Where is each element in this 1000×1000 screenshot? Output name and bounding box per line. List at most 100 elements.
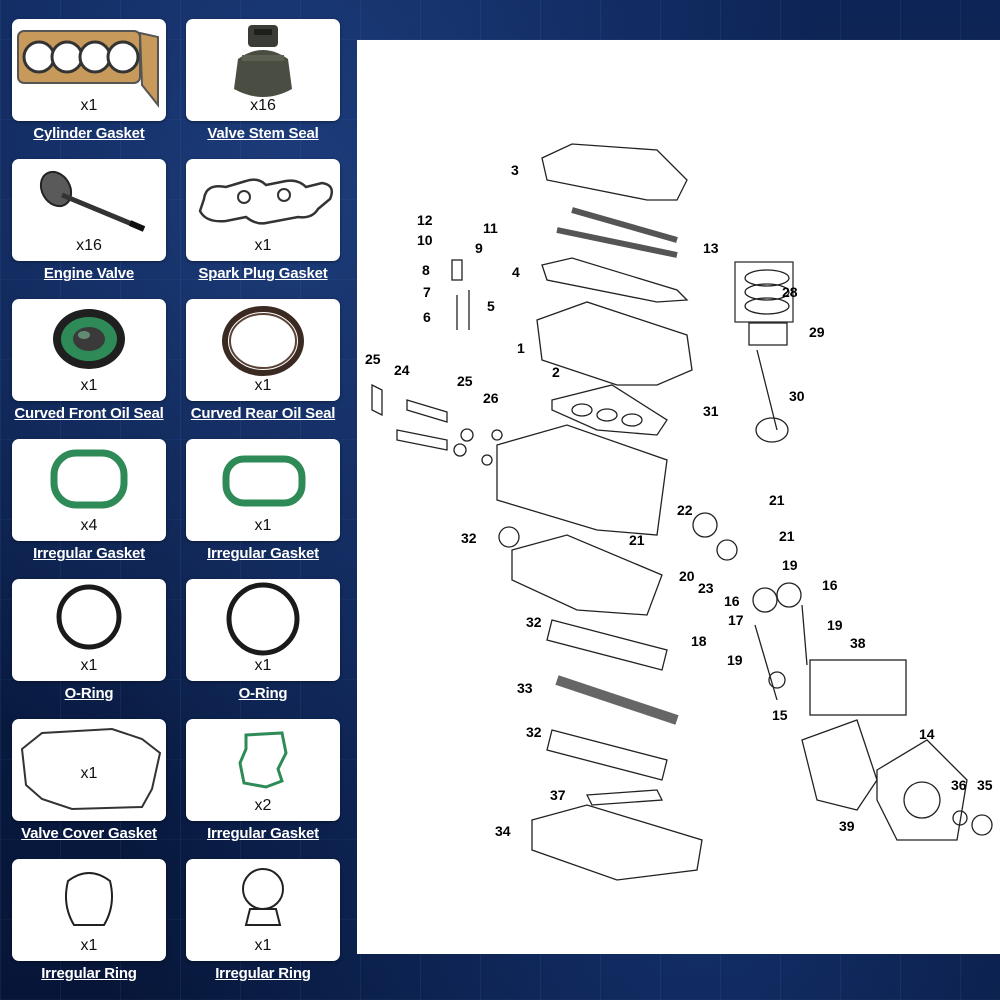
- callout-4: 4: [512, 264, 520, 280]
- callout-19c: 19: [727, 652, 743, 668]
- callout-18: 18: [691, 633, 707, 649]
- part-irregular-gasket-x1[interactable]: x1 Irregular Gasket: [186, 439, 340, 562]
- part-name[interactable]: Valve Stem Seal: [207, 125, 319, 142]
- part-name[interactable]: Irregular Ring: [41, 965, 137, 982]
- callout-2: 2: [552, 364, 560, 380]
- part-front-oil-seal[interactable]: x1 Curved Front Oil Seal: [12, 299, 166, 422]
- part-spark-plug-gasket[interactable]: x1 Spark Plug Gasket: [186, 159, 340, 282]
- part-card[interactable]: x1: [186, 159, 340, 261]
- part-o-ring-2[interactable]: x1 O-Ring: [186, 579, 340, 702]
- oval-gasket-icon: [50, 449, 128, 509]
- callout-1: 1: [517, 340, 525, 356]
- engine-exploded-diagram: 3 12 11 10 9 13 8 4 28 7 5 6 29 1 25 24 …: [357, 40, 1000, 954]
- valve-cover-shape: [541, 143, 688, 201]
- part-card[interactable]: x2: [186, 719, 340, 821]
- part-quantity: x2: [254, 797, 272, 814]
- part-quantity: x1: [80, 937, 98, 954]
- part-name[interactable]: O-Ring: [238, 685, 288, 702]
- part-irregular-gasket-x2[interactable]: x2 Irregular Gasket: [186, 719, 340, 842]
- callout-3: 3: [511, 162, 519, 178]
- callout-12: 12: [417, 212, 433, 228]
- callout-9: 9: [475, 240, 483, 256]
- part-o-ring-1[interactable]: x1 O-Ring: [12, 579, 166, 702]
- callout-33: 33: [517, 680, 533, 696]
- part-name[interactable]: Spark Plug Gasket: [198, 265, 328, 282]
- part-irregular-ring-2[interactable]: x1 Irregular Ring: [186, 859, 340, 982]
- callout-28: 29: [809, 324, 825, 340]
- part-name[interactable]: Irregular Gasket: [33, 545, 145, 562]
- part-card[interactable]: x1: [12, 579, 166, 681]
- callout-37: 37: [550, 787, 566, 803]
- callout-10: 10: [417, 232, 433, 248]
- callout-13: 13: [703, 240, 719, 256]
- part-quantity: x1: [254, 657, 272, 674]
- callout-34: 35: [977, 777, 993, 793]
- callout-27: 28: [782, 284, 798, 300]
- part-card[interactable]: x1: [186, 579, 340, 681]
- part-engine-valve[interactable]: x16 Engine Valve: [12, 159, 166, 282]
- callout-19b: 19: [827, 617, 843, 633]
- callout-5: 5: [487, 298, 495, 314]
- part-quantity: x1: [80, 97, 98, 114]
- callout-35: 36: [951, 777, 967, 793]
- part-valve-cover-gasket[interactable]: x1 Valve Cover Gasket: [12, 719, 166, 842]
- part-name[interactable]: Engine Valve: [43, 265, 135, 282]
- callout-16a: 16: [822, 577, 838, 593]
- callout-7: 7: [423, 284, 431, 300]
- callout-11: 11: [483, 220, 498, 236]
- part-name[interactable]: Curved Rear Oil Seal: [190, 405, 336, 422]
- part-card[interactable]: x1: [12, 299, 166, 401]
- part-card[interactable]: x1: [186, 299, 340, 401]
- part-rear-oil-seal[interactable]: x1 Curved Rear Oil Seal: [186, 299, 340, 422]
- part-card[interactable]: x16: [186, 19, 340, 121]
- part-name[interactable]: Cylinder Gasket: [33, 125, 145, 142]
- part-card[interactable]: x4: [12, 439, 166, 541]
- part-name[interactable]: Irregular Gasket: [207, 825, 319, 842]
- callout-21a: 21: [769, 492, 785, 508]
- part-cylinder-gasket[interactable]: x1 Cylinder Gasket: [12, 19, 166, 142]
- callout-6: 6: [423, 309, 431, 325]
- callout-24: 24: [394, 362, 410, 378]
- callout-38: 38: [850, 635, 866, 651]
- part-name[interactable]: Valve Cover Gasket: [21, 825, 157, 842]
- part-quantity: x1: [80, 657, 98, 674]
- callout-31: 32: [461, 530, 477, 546]
- part-card[interactable]: x1: [186, 859, 340, 961]
- part-quantity: x1: [254, 377, 272, 394]
- part-name[interactable]: Curved Front Oil Seal: [14, 405, 164, 422]
- part-quantity: x1: [80, 377, 98, 394]
- irregular-ring-icon: [65, 872, 113, 926]
- part-irregular-gasket-x4[interactable]: x4 Irregular Gasket: [12, 439, 166, 562]
- engine-valve-icon: [39, 170, 146, 232]
- irregular-ring-icon: [242, 868, 284, 926]
- front-oil-seal-icon: [53, 309, 125, 369]
- callout-20: 20: [679, 568, 695, 584]
- rear-oil-seal-icon: [222, 306, 304, 376]
- part-card[interactable]: x1: [12, 719, 166, 821]
- callout-30: 31: [703, 403, 719, 419]
- part-card[interactable]: x16: [12, 159, 166, 261]
- part-valve-stem-seal[interactable]: x16 Valve Stem Seal: [186, 19, 340, 142]
- callout-22: 22: [677, 502, 693, 518]
- part-name[interactable]: O-Ring: [64, 685, 114, 702]
- callout-25a: 25: [365, 351, 381, 367]
- part-irregular-ring-1[interactable]: x1 Irregular Ring: [12, 859, 166, 982]
- part-name[interactable]: Irregular Gasket: [207, 545, 319, 562]
- part-quantity: x1: [254, 237, 272, 254]
- part-quantity: x16: [250, 97, 276, 114]
- callout-19a: 19: [782, 557, 798, 573]
- part-card[interactable]: x1: [186, 439, 340, 541]
- spark-plug-gasket-icon: [198, 178, 333, 225]
- callout-25b: 25: [457, 373, 473, 389]
- diagram-drawing: 3 12 11 10 9 13 8 4 28 7 5 6 29 1 25 24 …: [365, 143, 993, 881]
- callout-8: 8: [422, 262, 430, 278]
- part-quantity: x1: [254, 937, 272, 954]
- part-card[interactable]: x1: [12, 19, 166, 121]
- part-card[interactable]: x1: [12, 859, 166, 961]
- callout-36: 34: [495, 823, 511, 839]
- callout-21b: 21: [779, 528, 795, 544]
- part-name[interactable]: Irregular Ring: [215, 965, 311, 982]
- callout-26: 26: [483, 390, 499, 406]
- callout-32b: 32: [526, 724, 542, 740]
- o-ring-icon: [56, 584, 122, 650]
